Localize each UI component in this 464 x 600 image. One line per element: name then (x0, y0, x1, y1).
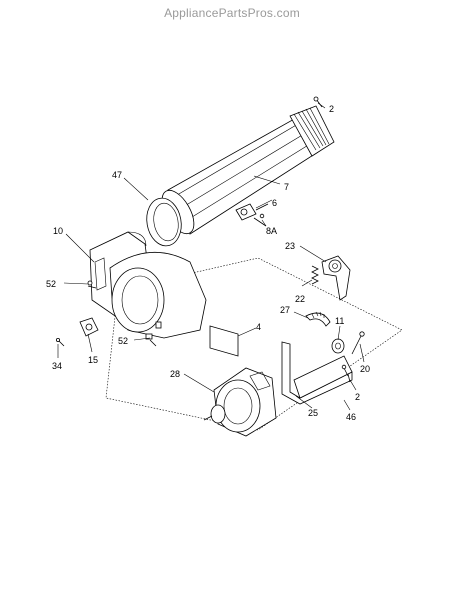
switch-part (79, 317, 99, 337)
callout-labels: 2 6 7 8A 47 10 23 52 22 27 4 11 15 34 52… (46, 104, 370, 422)
drive-motor-part (203, 367, 277, 437)
callout-label: 15 (88, 355, 98, 365)
motor-bracket-part (281, 341, 353, 405)
screw-part-lower (347, 373, 351, 383)
callout-label: 2 (329, 104, 334, 114)
callout-label: 2 (355, 392, 360, 402)
leader-lines (57, 102, 365, 411)
callout-label: 20 (360, 364, 370, 374)
callout-label: 34 (52, 361, 62, 371)
bolt-part (351, 331, 365, 355)
callout-label: 23 (285, 241, 295, 251)
screw-part-top (313, 96, 323, 108)
screw-part-34 (56, 337, 65, 347)
idler-bracket-part (321, 255, 351, 301)
ring-seal-part (146, 197, 182, 247)
sensor-clip-part (235, 203, 269, 227)
screw-part-52b (149, 339, 157, 347)
callout-label: 25 (308, 408, 318, 418)
callout-label: 46 (346, 412, 356, 422)
callout-label: 47 (112, 170, 122, 180)
callout-label: 11 (335, 316, 344, 326)
blower-housing-part (89, 231, 207, 340)
arc-bracket-part (305, 311, 331, 327)
site-watermark-title: AppliancePartsPros.com (164, 6, 300, 20)
screw-part-52a (87, 280, 97, 289)
callout-label: 7 (284, 182, 289, 192)
pulley-wheel-part (331, 338, 345, 354)
screw-part-46 (341, 364, 349, 377)
callout-label: 52 (46, 279, 56, 289)
spring-part (311, 265, 319, 285)
callout-label: 27 (280, 305, 290, 315)
callout-label: 4 (256, 322, 261, 332)
callout-label: 6 (272, 198, 277, 208)
callout-label: 10 (53, 226, 63, 236)
callout-label: 52 (118, 336, 128, 346)
callout-label: 8A (266, 226, 277, 236)
callout-label: 22 (295, 294, 305, 304)
callout-label: 28 (170, 369, 180, 379)
